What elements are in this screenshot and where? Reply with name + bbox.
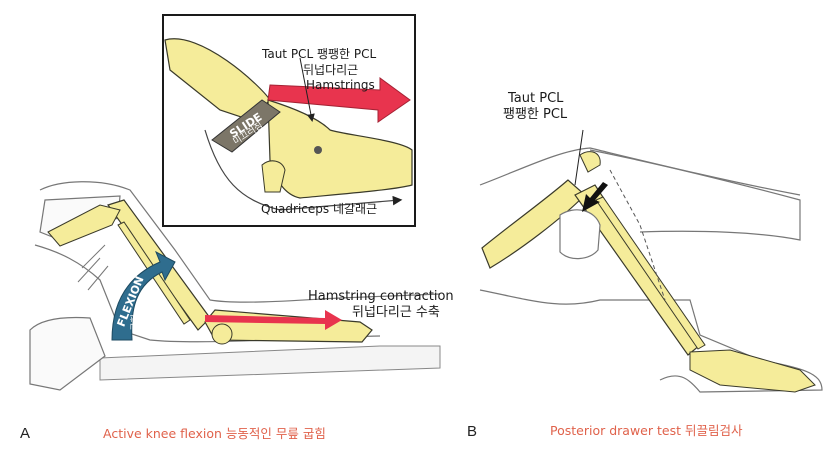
panel-b-taut-pcl-label: Taut PCL	[508, 91, 564, 106]
foot-bones-a	[47, 204, 121, 247]
hamstring-contraction-label: Hamstring contraction	[308, 289, 454, 304]
hand-b	[559, 209, 601, 260]
patella-b	[579, 151, 601, 173]
hamstring-contraction-ko-label: 뒤넙다리근 수축	[352, 305, 440, 320]
hamstring-arrow	[205, 310, 342, 330]
inset-hamstrings-label: Hamstrings	[306, 78, 375, 92]
foot-bones-b	[689, 349, 816, 393]
exam-table	[99, 345, 441, 381]
panel-b-letter: B	[467, 423, 478, 440]
tibia-b	[574, 184, 701, 356]
inset-hamstrings-ko-label: 뒤넙다리근	[303, 63, 359, 77]
flexion-arrow	[111, 250, 176, 341]
inset-taut-pcl-label: Taut PCL 팽팽한 PCL	[262, 47, 377, 61]
push-arrow-b	[582, 182, 608, 212]
inset-quadriceps-label: Quadriceps 네갈래근	[261, 202, 378, 216]
fibula-b	[595, 196, 706, 350]
panel-a-caption: Active knee flexion 능동적인 무릎 굽힘	[103, 426, 326, 441]
ligament-line-b	[574, 129, 584, 186]
patella-a	[211, 323, 233, 345]
panel-a-letter: A	[20, 425, 31, 442]
flexion-ko-label: 굽힘	[130, 314, 141, 331]
panel-b-taut-pcl-ko-label: 팽팽한 PCL	[503, 107, 568, 122]
inset-anatomy	[164, 38, 413, 211]
panel-b-caption: Posterior drawer test 뒤끌림검사	[550, 423, 743, 438]
